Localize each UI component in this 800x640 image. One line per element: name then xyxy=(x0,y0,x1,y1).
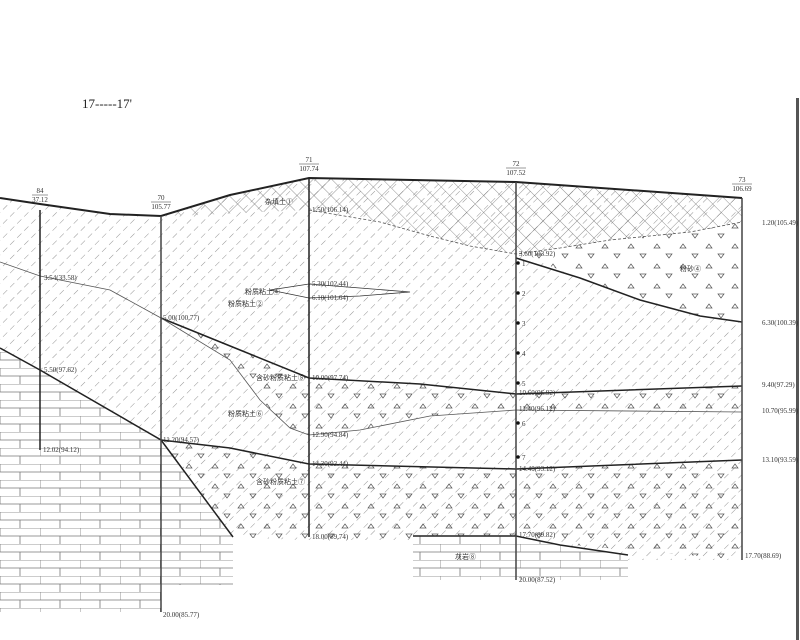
borehole-72: 72 107.52 xyxy=(506,160,526,580)
svg-text:14.30(93.44): 14.30(93.44) xyxy=(312,460,349,468)
svg-text:粉质粘土②: 粉质粘土② xyxy=(228,299,263,308)
svg-text:9.40(97.29): 9.40(97.29) xyxy=(762,381,795,389)
svg-text:5.30(102.44): 5.30(102.44) xyxy=(312,280,349,288)
svg-text:107.52: 107.52 xyxy=(506,169,526,177)
svg-text:粉砂④: 粉砂④ xyxy=(680,264,701,273)
svg-text:17.70(88.69): 17.70(88.69) xyxy=(745,552,782,560)
svg-text:灰岩⑧: 灰岩⑧ xyxy=(455,552,476,561)
svg-text:7: 7 xyxy=(522,454,526,462)
borehole-70: 70 105.77 xyxy=(151,194,171,612)
svg-text:粉质粘土⑥: 粉质粘土⑥ xyxy=(228,409,263,418)
svg-text:73: 73 xyxy=(739,176,747,184)
svg-text:10.70(95.99): 10.70(95.99) xyxy=(762,407,799,415)
svg-text:10.60(96.92): 10.60(96.92) xyxy=(519,389,556,397)
layer-sandy-clay-7 xyxy=(161,440,742,560)
borehole-73: 73 106.69 xyxy=(732,176,752,560)
borehole-71: 71 107.74 xyxy=(299,156,319,537)
svg-text:105.77: 105.77 xyxy=(151,203,171,211)
svg-text:84: 84 xyxy=(37,187,45,195)
svg-text:12.90(94.84): 12.90(94.84) xyxy=(312,431,349,439)
svg-text:5: 5 xyxy=(522,380,526,388)
svg-text:13.10(93.59): 13.10(93.59) xyxy=(762,456,799,464)
svg-text:含砂粉质粘土⑤: 含砂粉质粘土⑤ xyxy=(256,373,305,382)
drawing-border xyxy=(796,98,799,640)
svg-text:5.50(97.62): 5.50(97.62) xyxy=(44,366,77,374)
svg-text:11.20(94.57): 11.20(94.57) xyxy=(163,436,200,444)
svg-text:107.74: 107.74 xyxy=(299,165,319,173)
svg-text:17.70(89.82): 17.70(89.82) xyxy=(519,531,556,539)
svg-text:6.10(101.64): 6.10(101.64) xyxy=(312,294,349,302)
svg-text:6.30(100.39): 6.30(100.39) xyxy=(762,319,799,327)
svg-text:2: 2 xyxy=(522,290,526,298)
svg-text:4: 4 xyxy=(522,350,526,358)
borehole-84: 84 37.12 xyxy=(32,187,48,450)
svg-text:11.40(96.12): 11.40(96.12) xyxy=(519,405,556,413)
svg-text:71: 71 xyxy=(306,156,314,164)
layer-limestone-mid xyxy=(413,536,628,580)
svg-text:12.02(94.12): 12.02(94.12) xyxy=(43,446,80,454)
ground-surface xyxy=(0,176,743,218)
section-title: 17-----17' xyxy=(82,96,132,111)
svg-text:70: 70 xyxy=(158,194,166,202)
sample-points: 1 2 3 4 5 6 7 xyxy=(516,260,526,462)
layer-fill xyxy=(161,178,742,254)
svg-text:6: 6 xyxy=(522,420,526,428)
svg-text:含砂粉质粘土⑦: 含砂粉质粘土⑦ xyxy=(256,477,305,486)
svg-text:5.00(100.77): 5.00(100.77) xyxy=(163,314,200,322)
svg-text:3: 3 xyxy=(522,320,526,328)
layer-limestone-left xyxy=(0,348,233,612)
svg-text:14.40(93.12): 14.40(93.12) xyxy=(519,465,556,473)
svg-text:20.00(85.77): 20.00(85.77) xyxy=(163,611,200,619)
svg-text:粉质粘土④: 粉质粘土④ xyxy=(245,287,280,296)
svg-text:1.20(105.49): 1.20(105.49) xyxy=(762,219,799,227)
svg-text:106.69: 106.69 xyxy=(732,185,752,193)
svg-text:1.50(106.14): 1.50(106.14) xyxy=(312,206,349,214)
svg-text:18.00(89.74): 18.00(89.74) xyxy=(312,533,349,541)
svg-text:37.12: 37.12 xyxy=(32,196,48,204)
layer-sandy-clay-5 xyxy=(161,318,742,435)
svg-text:20.00(87.52): 20.00(87.52) xyxy=(519,576,556,584)
svg-text:1: 1 xyxy=(522,260,526,268)
svg-text:3.54(33.58): 3.54(33.58) xyxy=(44,274,77,282)
svg-text:杂填土①: 杂填土① xyxy=(265,197,293,206)
svg-text:3.60(103.92): 3.60(103.92) xyxy=(519,250,556,258)
svg-text:10.00(97.74): 10.00(97.74) xyxy=(312,374,349,382)
svg-text:72: 72 xyxy=(513,160,521,168)
